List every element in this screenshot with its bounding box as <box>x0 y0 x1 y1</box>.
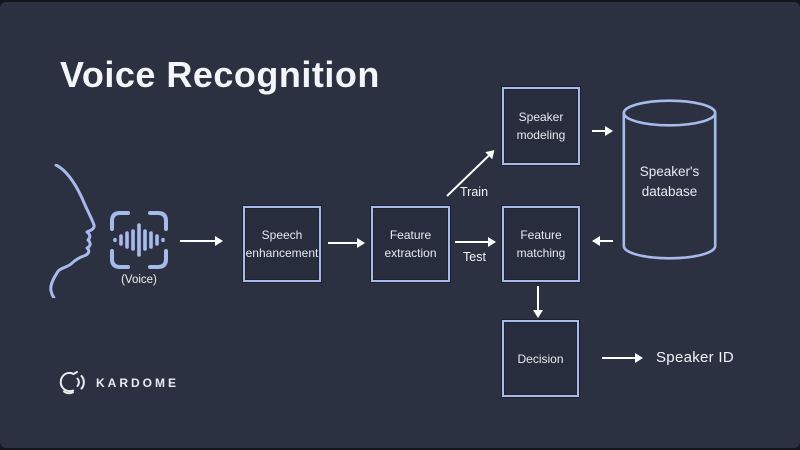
page-title: Voice Recognition <box>60 54 380 95</box>
voice-waveform-icon <box>110 211 168 269</box>
node-decision: Decision <box>502 320 579 397</box>
node-label: Feature <box>520 228 562 242</box>
node-label: Speaker's <box>639 164 700 179</box>
node-label: Feature <box>389 228 432 242</box>
voice-input-label: (Voice) <box>121 274 157 286</box>
database-cylinder-icon <box>622 99 717 260</box>
face-profile-icon <box>49 164 96 298</box>
arrow-modeling-to-database <box>592 130 605 132</box>
node-label: extraction <box>384 246 437 260</box>
arrow-database-to-matching <box>600 240 613 242</box>
arrow-voice-to-speech <box>180 240 215 242</box>
arrow-decision-to-speaker-id <box>602 357 635 359</box>
kardome-logo-text: KARDOME <box>96 375 179 390</box>
arrow-test-to-matching <box>455 241 488 243</box>
node-speakers-database: Speaker's database <box>622 162 717 203</box>
edge-label-train: Train <box>460 185 489 199</box>
node-label: enhancement <box>245 246 319 260</box>
node-speaker-modeling: Speaker modeling <box>502 87 580 165</box>
node-label: Decision <box>517 351 564 366</box>
node-label: Speaker <box>518 110 564 124</box>
node-label: modeling <box>516 128 566 142</box>
kardome-logo-icon <box>59 371 85 395</box>
node-label: Speech <box>261 228 303 242</box>
arrow-speech-to-extraction <box>328 242 357 244</box>
node-label: database <box>641 184 698 200</box>
node-speech-enhancement: Speech enhancement <box>243 206 321 282</box>
speaker-id-output-label: Speaker ID <box>656 349 735 366</box>
node-label: matching <box>516 246 566 260</box>
node-feature-extraction: Feature extraction <box>371 206 450 282</box>
edge-label-test: Test <box>463 250 486 264</box>
arrow-matching-to-decision <box>537 286 539 310</box>
node-feature-matching: Feature matching <box>502 206 580 282</box>
kardome-logo: KARDOME <box>56 369 179 396</box>
